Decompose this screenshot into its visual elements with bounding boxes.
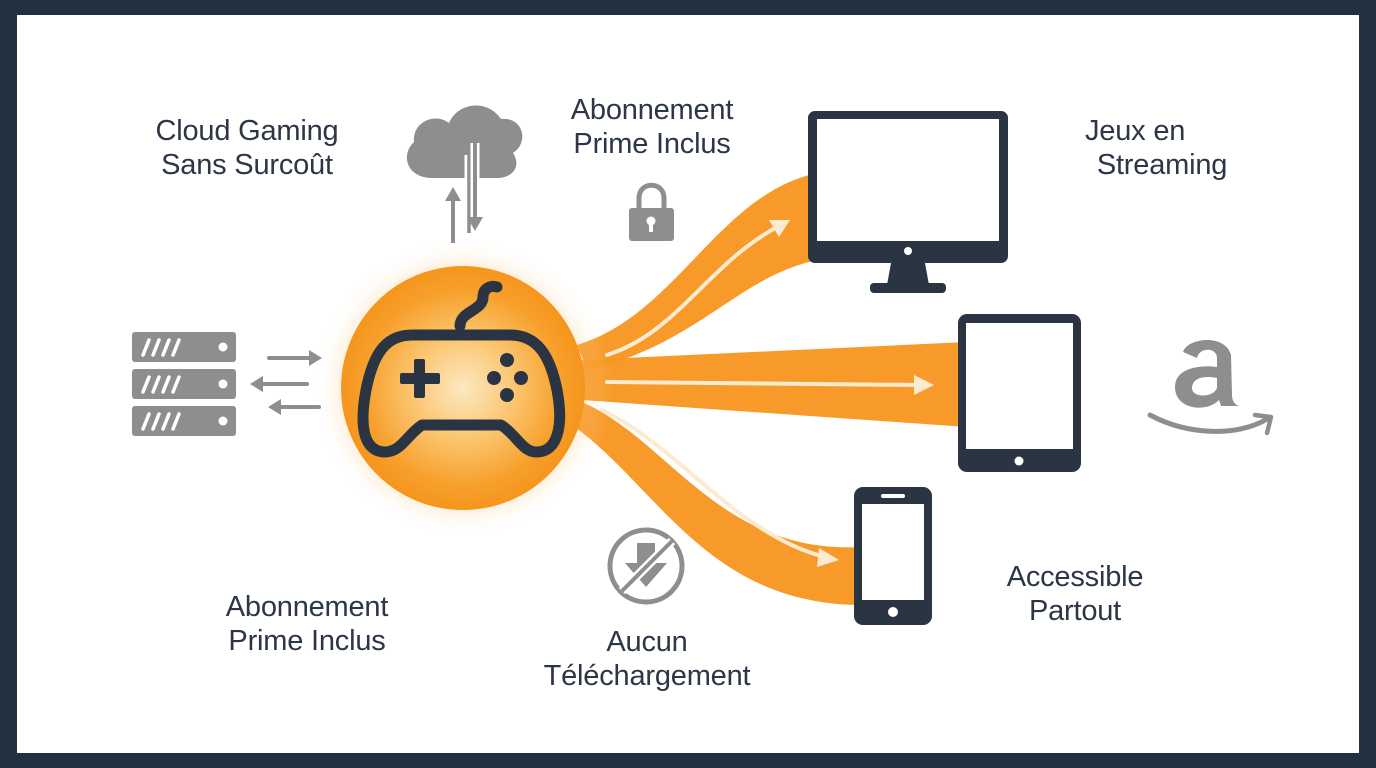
monitor-icon bbox=[808, 111, 1008, 293]
label-accessible-line1: Accessible bbox=[1006, 561, 1144, 593]
amazon-logo-icon bbox=[1147, 339, 1274, 436]
diagram-canvas: Cloud Gaming Sans Surcoût Abonnement Pri… bbox=[17, 15, 1359, 753]
label-subscription-bottom-line1: Abonnement bbox=[225, 591, 389, 623]
gamepad-icon bbox=[357, 280, 566, 458]
label-cloud-gaming-line1: Cloud Gaming bbox=[155, 115, 339, 147]
transfer-arrows-icon bbox=[255, 356, 321, 409]
label-subscription-bottom: Abonnement Prime Inclus bbox=[197, 590, 417, 658]
stream-band-phone bbox=[572, 400, 862, 605]
lock-icon bbox=[629, 182, 674, 241]
stream-arrow-lines bbox=[600, 225, 924, 559]
label-accessible: Accessible Partout bbox=[980, 560, 1170, 628]
label-streaming: Jeux en Streaming bbox=[1067, 114, 1257, 182]
no-download-icon bbox=[607, 527, 685, 605]
transfer-arrow-heads bbox=[250, 350, 322, 415]
label-streaming-line2: Streaming bbox=[1096, 149, 1228, 181]
label-subscription-top-line2: Prime Inclus bbox=[573, 128, 731, 160]
stream-band-monitor bbox=[577, 173, 817, 370]
cloud-sync-icon bbox=[406, 105, 523, 243]
server-rack-icon bbox=[132, 332, 236, 436]
label-subscription-top: Abonnement Prime Inclus bbox=[542, 93, 762, 161]
label-cloud-gaming: Cloud Gaming Sans Surcoût bbox=[122, 114, 372, 182]
label-no-download-line2: Téléchargement bbox=[543, 660, 751, 692]
gamepad-circle bbox=[341, 266, 585, 510]
label-subscription-bottom-line2: Prime Inclus bbox=[228, 625, 386, 657]
label-subscription-top-line1: Abonnement bbox=[570, 94, 734, 126]
stream-bands bbox=[572, 173, 967, 605]
label-cloud-gaming-line2: Sans Surcoût bbox=[161, 149, 333, 181]
stream-arrow-heads bbox=[769, 220, 934, 567]
smartphone-icon bbox=[854, 487, 932, 625]
label-accessible-line2: Partout bbox=[1028, 595, 1122, 627]
label-streaming-line1: Jeux en bbox=[1085, 115, 1186, 147]
gamepad-buttons bbox=[400, 353, 528, 402]
label-no-download-line1: Aucun bbox=[606, 626, 688, 658]
tablet-icon bbox=[958, 314, 1081, 472]
label-no-download: Aucun Téléchargement bbox=[507, 625, 787, 693]
